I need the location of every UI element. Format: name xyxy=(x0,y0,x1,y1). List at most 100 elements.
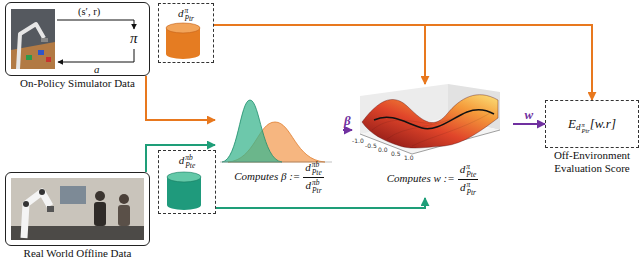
flow-arrow xyxy=(146,145,215,172)
axis-tick: 0.5 xyxy=(391,151,401,158)
denominator: dπPtr xyxy=(458,180,478,196)
axis-tick: 1.0 xyxy=(404,155,414,162)
arm-joint xyxy=(23,201,29,207)
arm-joint xyxy=(39,189,45,195)
text-group: Computes β :=dπbPtedπbPtr xyxy=(215,161,343,194)
weight-surface xyxy=(362,95,498,148)
axis-tick: 0.0 xyxy=(378,147,388,154)
lab-bench xyxy=(11,226,144,240)
caption: Real World Offline Data xyxy=(24,247,132,259)
simulator-scene xyxy=(11,9,55,69)
lab-monitor xyxy=(60,186,86,204)
flow-arrow xyxy=(214,25,592,100)
dataset-box: dπPtr xyxy=(158,3,214,63)
formula-term: Computes w := xyxy=(387,172,455,184)
policy-symbol: π xyxy=(130,30,138,46)
edge-label: β xyxy=(343,114,352,127)
density-curve xyxy=(222,100,282,162)
formula-term: d xyxy=(576,122,581,132)
real-robot-arm xyxy=(24,192,50,238)
numerator: dπPte xyxy=(458,163,479,180)
sim-block xyxy=(38,50,44,55)
formula-term: Ptr xyxy=(312,187,322,195)
distribution-panel: Computes β :=dπbPtedπbPtr xyxy=(215,86,343,196)
person-head xyxy=(95,191,105,201)
loop-arrow xyxy=(58,49,134,62)
loop-arrow xyxy=(57,20,134,29)
formula-term: d xyxy=(178,7,184,19)
flow-arrow xyxy=(216,198,425,208)
formula-term: d xyxy=(460,163,466,175)
denominator: dπbPtr xyxy=(303,178,323,194)
arm-gripper xyxy=(47,206,54,212)
dataset-box: dπbPte xyxy=(158,150,216,214)
person-body xyxy=(118,205,130,226)
formula-term: Pte xyxy=(466,171,476,179)
script-stack: πbPte xyxy=(185,154,195,169)
surface-plot xyxy=(360,84,500,154)
sim-block xyxy=(26,55,32,60)
simulator-box: πOn-Policy Simulator Data xyxy=(5,2,150,76)
formula-term: [w.r] xyxy=(590,116,616,132)
text-group: Computes w :=dπPtedπPtr xyxy=(352,163,513,196)
text-group: dπPtr xyxy=(159,7,213,22)
formula-term: πb xyxy=(185,154,195,162)
formula-term: π xyxy=(466,181,476,189)
text-group: Real World Offline Data xyxy=(0,247,159,260)
script-stack: πPtr xyxy=(582,122,590,135)
formula-term: Computes β := xyxy=(234,170,300,182)
flow-arrow xyxy=(214,25,425,84)
curve-baseline xyxy=(220,162,332,163)
axis-tick: -0.5 xyxy=(365,143,377,150)
database-cylinder-top xyxy=(167,172,201,182)
formula-term: π xyxy=(582,122,590,129)
script-stack: πbPte xyxy=(312,161,322,176)
flow-arrow xyxy=(513,123,545,125)
formula-term: d xyxy=(305,179,311,191)
fraction: dπPtedπPtr xyxy=(458,163,479,196)
script-stack: πPtr xyxy=(466,181,476,196)
text-group: dπbPte xyxy=(159,154,215,169)
sim-block xyxy=(46,57,51,62)
text-group: Off-Environment Evaluation Score xyxy=(536,149,640,174)
text-group: EdπPtr[w.r] xyxy=(546,101,638,147)
sim-gripper xyxy=(41,38,48,42)
axis-tick: -1.0 xyxy=(352,138,364,145)
formula-term: E xyxy=(568,116,576,132)
formula-term: πb xyxy=(312,161,322,169)
flow-arrow xyxy=(343,129,352,131)
weight-surface-panel: Computes w :=dπPtedπPtr xyxy=(352,84,513,198)
caption: On-Policy Simulator Data xyxy=(20,77,135,89)
edge-label: w xyxy=(524,108,535,121)
trajectory-curve xyxy=(374,110,494,129)
formula-term: Ptr xyxy=(184,15,194,23)
person-head xyxy=(119,194,129,204)
formula-term: Pte xyxy=(312,169,322,177)
text-group: On-Policy Simulator Data xyxy=(0,77,159,90)
formula-term: πb xyxy=(312,179,322,187)
formula-term: d xyxy=(179,154,185,166)
script-stack: πPte xyxy=(466,163,476,178)
score-box: EdπPtr[w.r]Off-Environment Evaluation Sc… xyxy=(545,100,639,148)
real-world-photo xyxy=(11,178,144,240)
formula-term: d xyxy=(305,161,311,173)
transition-label: (s′, r) xyxy=(78,6,100,18)
formula-term: π xyxy=(184,7,194,15)
formula-term: Ptr xyxy=(582,128,590,135)
script-stack: πbPtr xyxy=(312,179,322,194)
real-world-box: Real World Offline Data xyxy=(5,172,150,246)
script-stack: πPtr xyxy=(184,7,194,22)
fraction: dπbPtedπbPtr xyxy=(303,161,324,194)
action-label: a xyxy=(94,63,100,75)
formula-term: Ptr xyxy=(466,189,476,197)
numerator: dπbPte xyxy=(303,161,324,178)
formula-term: d xyxy=(460,181,466,193)
person-body xyxy=(94,202,106,226)
formula-term: Pte xyxy=(185,162,195,170)
formula-term: π xyxy=(466,163,476,171)
